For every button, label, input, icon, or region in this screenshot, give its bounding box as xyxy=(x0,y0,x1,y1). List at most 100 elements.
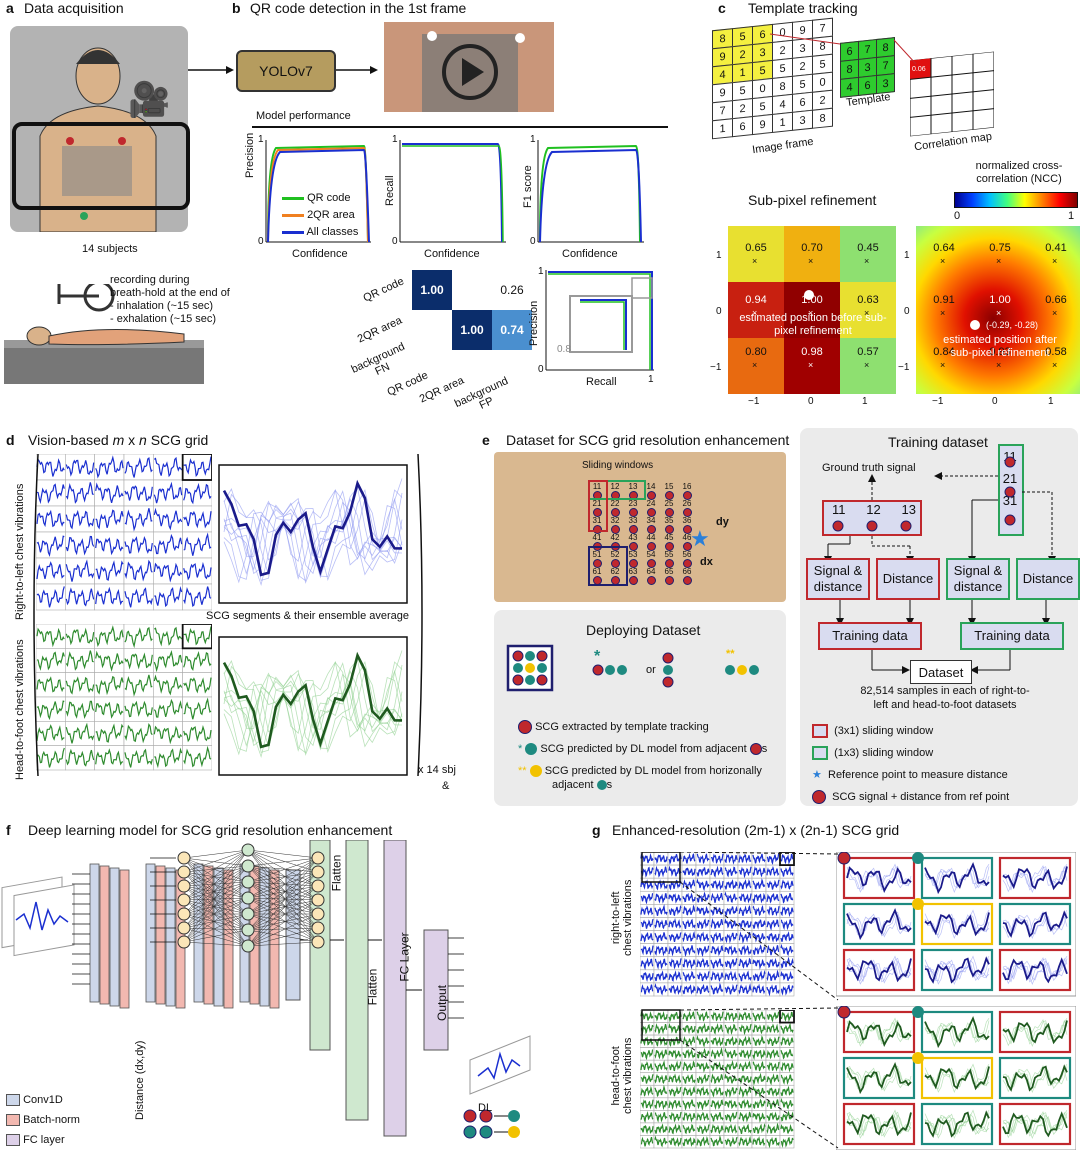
network-node xyxy=(177,865,191,879)
scg-trace xyxy=(124,536,153,554)
scg-segment xyxy=(846,863,912,893)
subpixel-title: Sub-pixel refinement xyxy=(748,192,877,208)
scg-segment xyxy=(846,957,912,983)
legend-text: SCG predicted by DL model from adjacent xyxy=(540,743,747,756)
sensor-dot xyxy=(629,576,638,585)
scg-trace xyxy=(780,865,794,877)
star-marker: * xyxy=(594,648,601,665)
scg-grid-head-to-foot xyxy=(36,624,212,771)
sensor-number: 31 xyxy=(592,516,602,525)
scg-trace xyxy=(738,1111,752,1123)
network-edge xyxy=(183,885,249,899)
network-edge xyxy=(183,849,249,929)
scg-trace xyxy=(710,1099,724,1110)
scg-trace xyxy=(738,905,752,916)
ncc-colorbar xyxy=(954,192,1078,208)
scg-trace xyxy=(710,1011,724,1022)
network-edge xyxy=(247,857,319,915)
tick-label: 0 xyxy=(716,306,722,317)
scg-trace xyxy=(738,957,752,969)
ncc-value: 0.80 xyxy=(745,346,767,358)
grid-cell xyxy=(65,505,95,533)
network-edge xyxy=(183,927,249,947)
legend-text: SCG extracted by template tracking xyxy=(535,721,709,733)
scg-segment xyxy=(846,1017,912,1047)
scg-trace xyxy=(766,1111,780,1122)
scg-trace xyxy=(696,878,710,892)
predicted-marker xyxy=(912,898,924,910)
sensor-number: 22 xyxy=(610,499,620,508)
cm-cell: 0.26 xyxy=(500,283,524,297)
scg-trace xyxy=(640,984,654,995)
signal-distance-box: Signal & distance xyxy=(946,558,1010,600)
scg-trace xyxy=(183,561,212,581)
legend-text: Conv1D xyxy=(23,1094,63,1106)
legend-text: s xyxy=(761,743,768,756)
scg-trace xyxy=(710,970,724,982)
f1-plot xyxy=(537,140,644,243)
scg-trace xyxy=(65,748,95,767)
scg-trace xyxy=(153,533,183,555)
ncc-value: 0.65 xyxy=(745,242,767,254)
scg-trace xyxy=(682,892,696,903)
scg-trace xyxy=(738,931,752,944)
sensor-dot xyxy=(665,542,674,551)
network-edge xyxy=(247,865,319,929)
network-node xyxy=(241,907,255,921)
sensor-dot xyxy=(593,508,602,517)
panel-g-title: Enhanced-resolution (2m-1) x (2n-1) SCG … xyxy=(612,822,900,838)
scg-segment xyxy=(846,955,912,985)
scg-trace xyxy=(766,879,780,890)
scg-trace xyxy=(654,1023,668,1035)
scg-trace xyxy=(654,958,668,970)
layer-slab xyxy=(193,863,204,1003)
x-axis-label: Confidence xyxy=(424,248,480,260)
scg-trace xyxy=(640,918,654,929)
tick-label: −1 xyxy=(748,396,760,407)
scg-trace xyxy=(738,1085,752,1098)
scg-trace xyxy=(724,918,738,929)
scg-trace xyxy=(752,1060,766,1072)
scg-trace xyxy=(724,1099,738,1110)
grid-point-mark: × xyxy=(864,308,870,318)
sensor-number: 51 xyxy=(592,550,602,559)
grid-point-mark: × xyxy=(940,360,946,370)
sensor-number: 55 xyxy=(664,550,674,559)
enhanced-cell xyxy=(998,1010,1072,1054)
scg-trace xyxy=(682,984,696,995)
sensor-dot xyxy=(611,525,620,534)
scg-trace xyxy=(654,904,668,916)
legend-item-qr: QR code xyxy=(282,190,358,207)
scg-trace xyxy=(696,853,710,865)
sensor-dot xyxy=(593,559,602,568)
sliding-label: Sliding windows xyxy=(582,460,654,471)
network-edge xyxy=(247,865,319,873)
scg-trace xyxy=(696,945,710,958)
ensemble-average xyxy=(846,1062,912,1095)
scg-trace xyxy=(153,481,183,504)
scg-trace xyxy=(738,944,752,956)
scg-trace xyxy=(696,905,710,916)
scg-trace xyxy=(668,1011,682,1023)
scg-trace xyxy=(780,984,794,996)
grid-point-mark: × xyxy=(752,360,758,370)
scg-trace xyxy=(95,509,124,530)
scg-trace xyxy=(752,944,766,956)
scg-segment xyxy=(223,489,403,584)
scg-segment xyxy=(223,661,403,756)
scg-trace xyxy=(668,1073,682,1084)
dl-node xyxy=(463,1109,477,1123)
scg-trace xyxy=(654,970,668,982)
scg-trace xyxy=(710,1036,724,1047)
scg-trace xyxy=(124,652,153,670)
grid-point-mark: × xyxy=(808,308,814,318)
sliding-window-v xyxy=(588,480,608,532)
before-position-marker xyxy=(804,290,814,300)
network-edge xyxy=(247,849,319,901)
after-label: estimated position after sub-pixel refin… xyxy=(943,334,1057,359)
tick-label: 1 xyxy=(258,134,264,145)
scg-trace xyxy=(668,1086,682,1097)
scg-trace xyxy=(640,1085,654,1097)
sliding-window-deploy xyxy=(588,546,628,586)
